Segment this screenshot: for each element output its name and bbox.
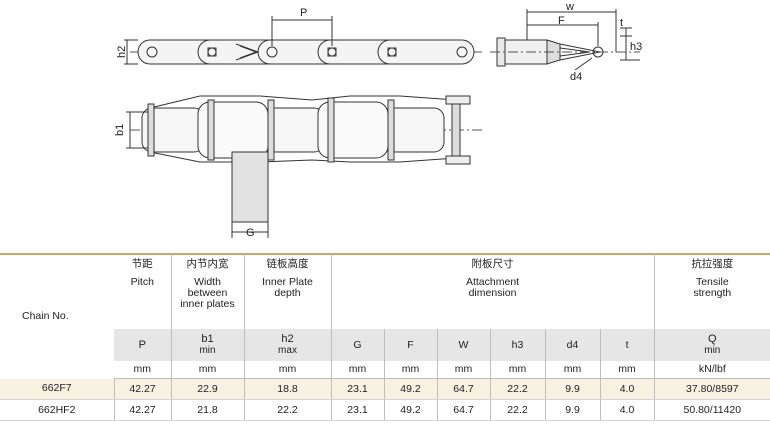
table-cell: 23.1 — [330, 378, 384, 400]
table-cell: 22.2 — [489, 399, 545, 421]
table-cell: 4.0 — [599, 399, 655, 421]
col-g-symbol: G — [330, 329, 384, 361]
table-cell: 49.2 — [383, 399, 437, 421]
table-cell: 49.2 — [383, 378, 437, 400]
col-d4-symbol: d4 — [544, 329, 600, 361]
chain-no-cell: 662HF2 — [0, 399, 114, 421]
col-pitch-cn: 节距 — [131, 258, 153, 270]
col-h3-unit: mm — [489, 361, 545, 379]
col-q-unit: kN/lbf — [653, 361, 770, 379]
table-cell: 9.9 — [544, 378, 600, 400]
col-b1-unit: mm — [170, 361, 244, 379]
chain-technical-drawing: P h2 b1 G w F t h3 d4 — [114, 1, 642, 239]
label-h3: h3 — [630, 41, 642, 53]
col-b1-cn: 内节内宽 — [170, 254, 244, 275]
col-w-unit: mm — [436, 361, 490, 379]
col-h2-unit: mm — [243, 361, 331, 379]
table-cell: 23.1 — [330, 399, 384, 421]
chain-no-cell: 662F7 — [0, 378, 114, 400]
table-row: 662HF2 42.27 21.8 22.2 23.1 49.2 64.7 22… — [0, 399, 770, 421]
col-d4-unit: mm — [544, 361, 600, 379]
attachment-group-cn: 附板尺寸 — [330, 254, 655, 275]
label-g: G — [246, 227, 255, 239]
col-pitch-unit: mm — [114, 361, 171, 379]
label-t: t — [620, 17, 623, 29]
col-g-unit: mm — [330, 361, 384, 379]
col-t-symbol: t — [599, 329, 655, 361]
col-h2-cn: 链板高度 — [243, 254, 331, 275]
chain-spec-table: Chain No. 节距 内节内宽 链板高度 附板尺寸 抗拉强度 Pitch W… — [0, 254, 770, 421]
table-row: 662F7 42.27 22.9 18.8 23.1 49.2 64.7 22.… — [0, 378, 770, 400]
chain-no-header: Chain No. — [22, 309, 69, 322]
col-w-symbol: W — [436, 329, 490, 361]
label-b1: b1 — [114, 124, 126, 136]
col-t-unit: mm — [599, 361, 655, 379]
table-cell: 37.80/8597 — [653, 378, 770, 400]
table-cell: 42.27 — [113, 399, 171, 421]
table-cell: 22.2 — [243, 399, 331, 421]
side-view — [124, 16, 485, 65]
table-cell: 22.9 — [170, 378, 244, 400]
label-p: P — [300, 7, 307, 19]
table-cell: 22.2 — [489, 378, 545, 400]
table-cell: 50.80/11420 — [653, 399, 770, 421]
table-cell: 64.7 — [436, 399, 490, 421]
label-h2: h2 — [116, 46, 128, 58]
label-w: w — [565, 1, 574, 13]
label-f: F — [558, 15, 565, 27]
col-pitch-en: Pitch — [130, 276, 154, 288]
label-d4: d4 — [570, 71, 582, 83]
table-cell: 42.27 — [113, 378, 171, 400]
table-cell: 9.9 — [544, 399, 600, 421]
table-cell: 64.7 — [436, 378, 490, 400]
end-view — [490, 9, 640, 71]
table-cell: 4.0 — [599, 378, 655, 400]
col-q-cn: 抗拉强度 — [653, 254, 770, 275]
table-cell: 21.8 — [170, 399, 244, 421]
col-f-unit: mm — [383, 361, 437, 379]
col-f-symbol: F — [383, 329, 437, 361]
col-h3-symbol: h3 — [489, 329, 545, 361]
table-cell: 18.8 — [243, 378, 331, 400]
plan-view — [126, 95, 485, 238]
col-pitch-symbol: P — [114, 329, 171, 361]
